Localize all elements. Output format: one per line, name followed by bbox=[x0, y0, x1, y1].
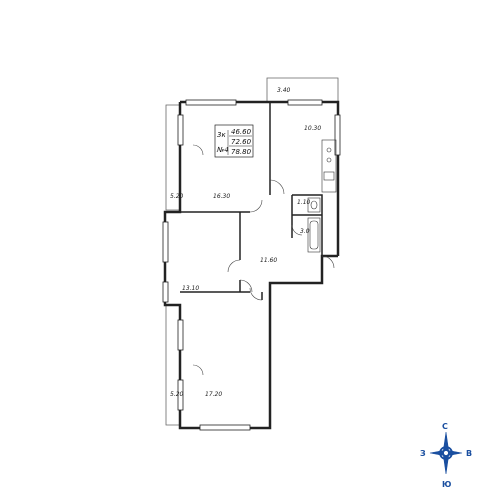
room-area-label: 17.20 bbox=[205, 391, 222, 398]
room-area-label: 10.30 bbox=[304, 125, 321, 132]
compass-rose-icon bbox=[429, 431, 463, 475]
compass-west-label: З bbox=[420, 449, 426, 458]
room-area-label: 1.10 bbox=[297, 199, 311, 206]
room-area-labels: 3.40 10.30 5.20 16.30 1.10 3.0 11.60 13.… bbox=[170, 87, 321, 398]
apartment-info: 3к №4 46.60 72.60 78.80 bbox=[214, 124, 254, 158]
windows bbox=[162, 99, 341, 431]
room-area-label: 16.30 bbox=[213, 193, 230, 200]
fixtures bbox=[307, 139, 337, 253]
living-area-label: 46.60 bbox=[231, 128, 252, 136]
door-swings bbox=[192, 144, 335, 376]
room-area-label: 5.20 bbox=[170, 193, 184, 200]
compass-north-label: С bbox=[442, 422, 448, 431]
room-area-label: 5.20 bbox=[170, 391, 184, 398]
rooms-count-label: 3к bbox=[217, 131, 226, 139]
room-area-label: 13.10 bbox=[182, 285, 199, 292]
room-area-label: 11.60 bbox=[260, 257, 277, 264]
total-area-label: 72.60 bbox=[231, 138, 252, 146]
apartment-number-label: №4 bbox=[216, 146, 229, 154]
compass-south-label: Ю bbox=[442, 480, 451, 489]
area-with-balcony-label: 78.80 bbox=[231, 148, 252, 156]
room-area-label: 3.40 bbox=[277, 87, 291, 94]
room-area-label: 3.0 bbox=[300, 228, 310, 235]
compass-east-label: В bbox=[466, 449, 472, 458]
